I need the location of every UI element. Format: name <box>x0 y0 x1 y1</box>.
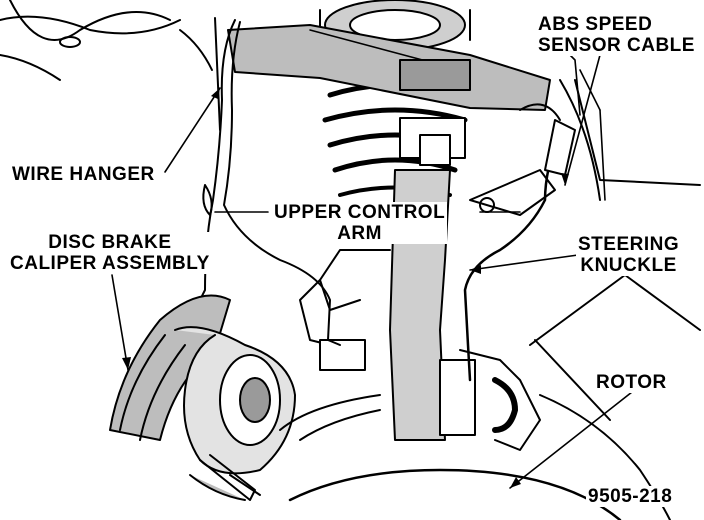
label-abs-speed-sensor-cable: ABS SPEED SENSOR CABLE <box>536 14 697 56</box>
fender-outline <box>0 0 221 131</box>
label-caliper-line1: DISC BRAKE <box>48 232 172 253</box>
abs-sensor-cable <box>463 103 576 382</box>
figure-number-text: 9505-218 <box>588 486 673 507</box>
figure-number: 9505-218 <box>586 486 675 507</box>
label-caliper-line2: CALIPER ASSEMBLY <box>10 253 210 274</box>
caliper-assembly <box>109 294 296 501</box>
label-uca-line1: UPPER CONTROL <box>274 202 446 223</box>
label-uca-line2: ARM <box>337 223 382 244</box>
label-upper-control-arm: UPPER CONTROL ARM <box>272 202 448 244</box>
label-knuckle-line1: STEERING <box>578 234 680 255</box>
label-rotor: ROTOR <box>594 372 669 393</box>
label-abs-line2: SENSOR CABLE <box>538 35 695 56</box>
label-disc-brake-caliper-assembly: DISC BRAKE CALIPER ASSEMBLY <box>8 232 212 274</box>
label-knuckle-line2: KNUCKLE <box>580 255 677 276</box>
label-rotor-text: ROTOR <box>596 372 667 393</box>
upper-control-arm <box>227 24 556 216</box>
label-abs-line1: ABS SPEED <box>538 14 653 35</box>
label-wire-hanger: WIRE HANGER <box>10 164 157 185</box>
leader-lines <box>111 34 633 489</box>
rotor <box>279 394 671 520</box>
label-wire-hanger-text: WIRE HANGER <box>12 164 155 185</box>
arrowheads <box>122 88 569 488</box>
label-steering-knuckle: STEERING KNUCKLE <box>576 234 682 276</box>
